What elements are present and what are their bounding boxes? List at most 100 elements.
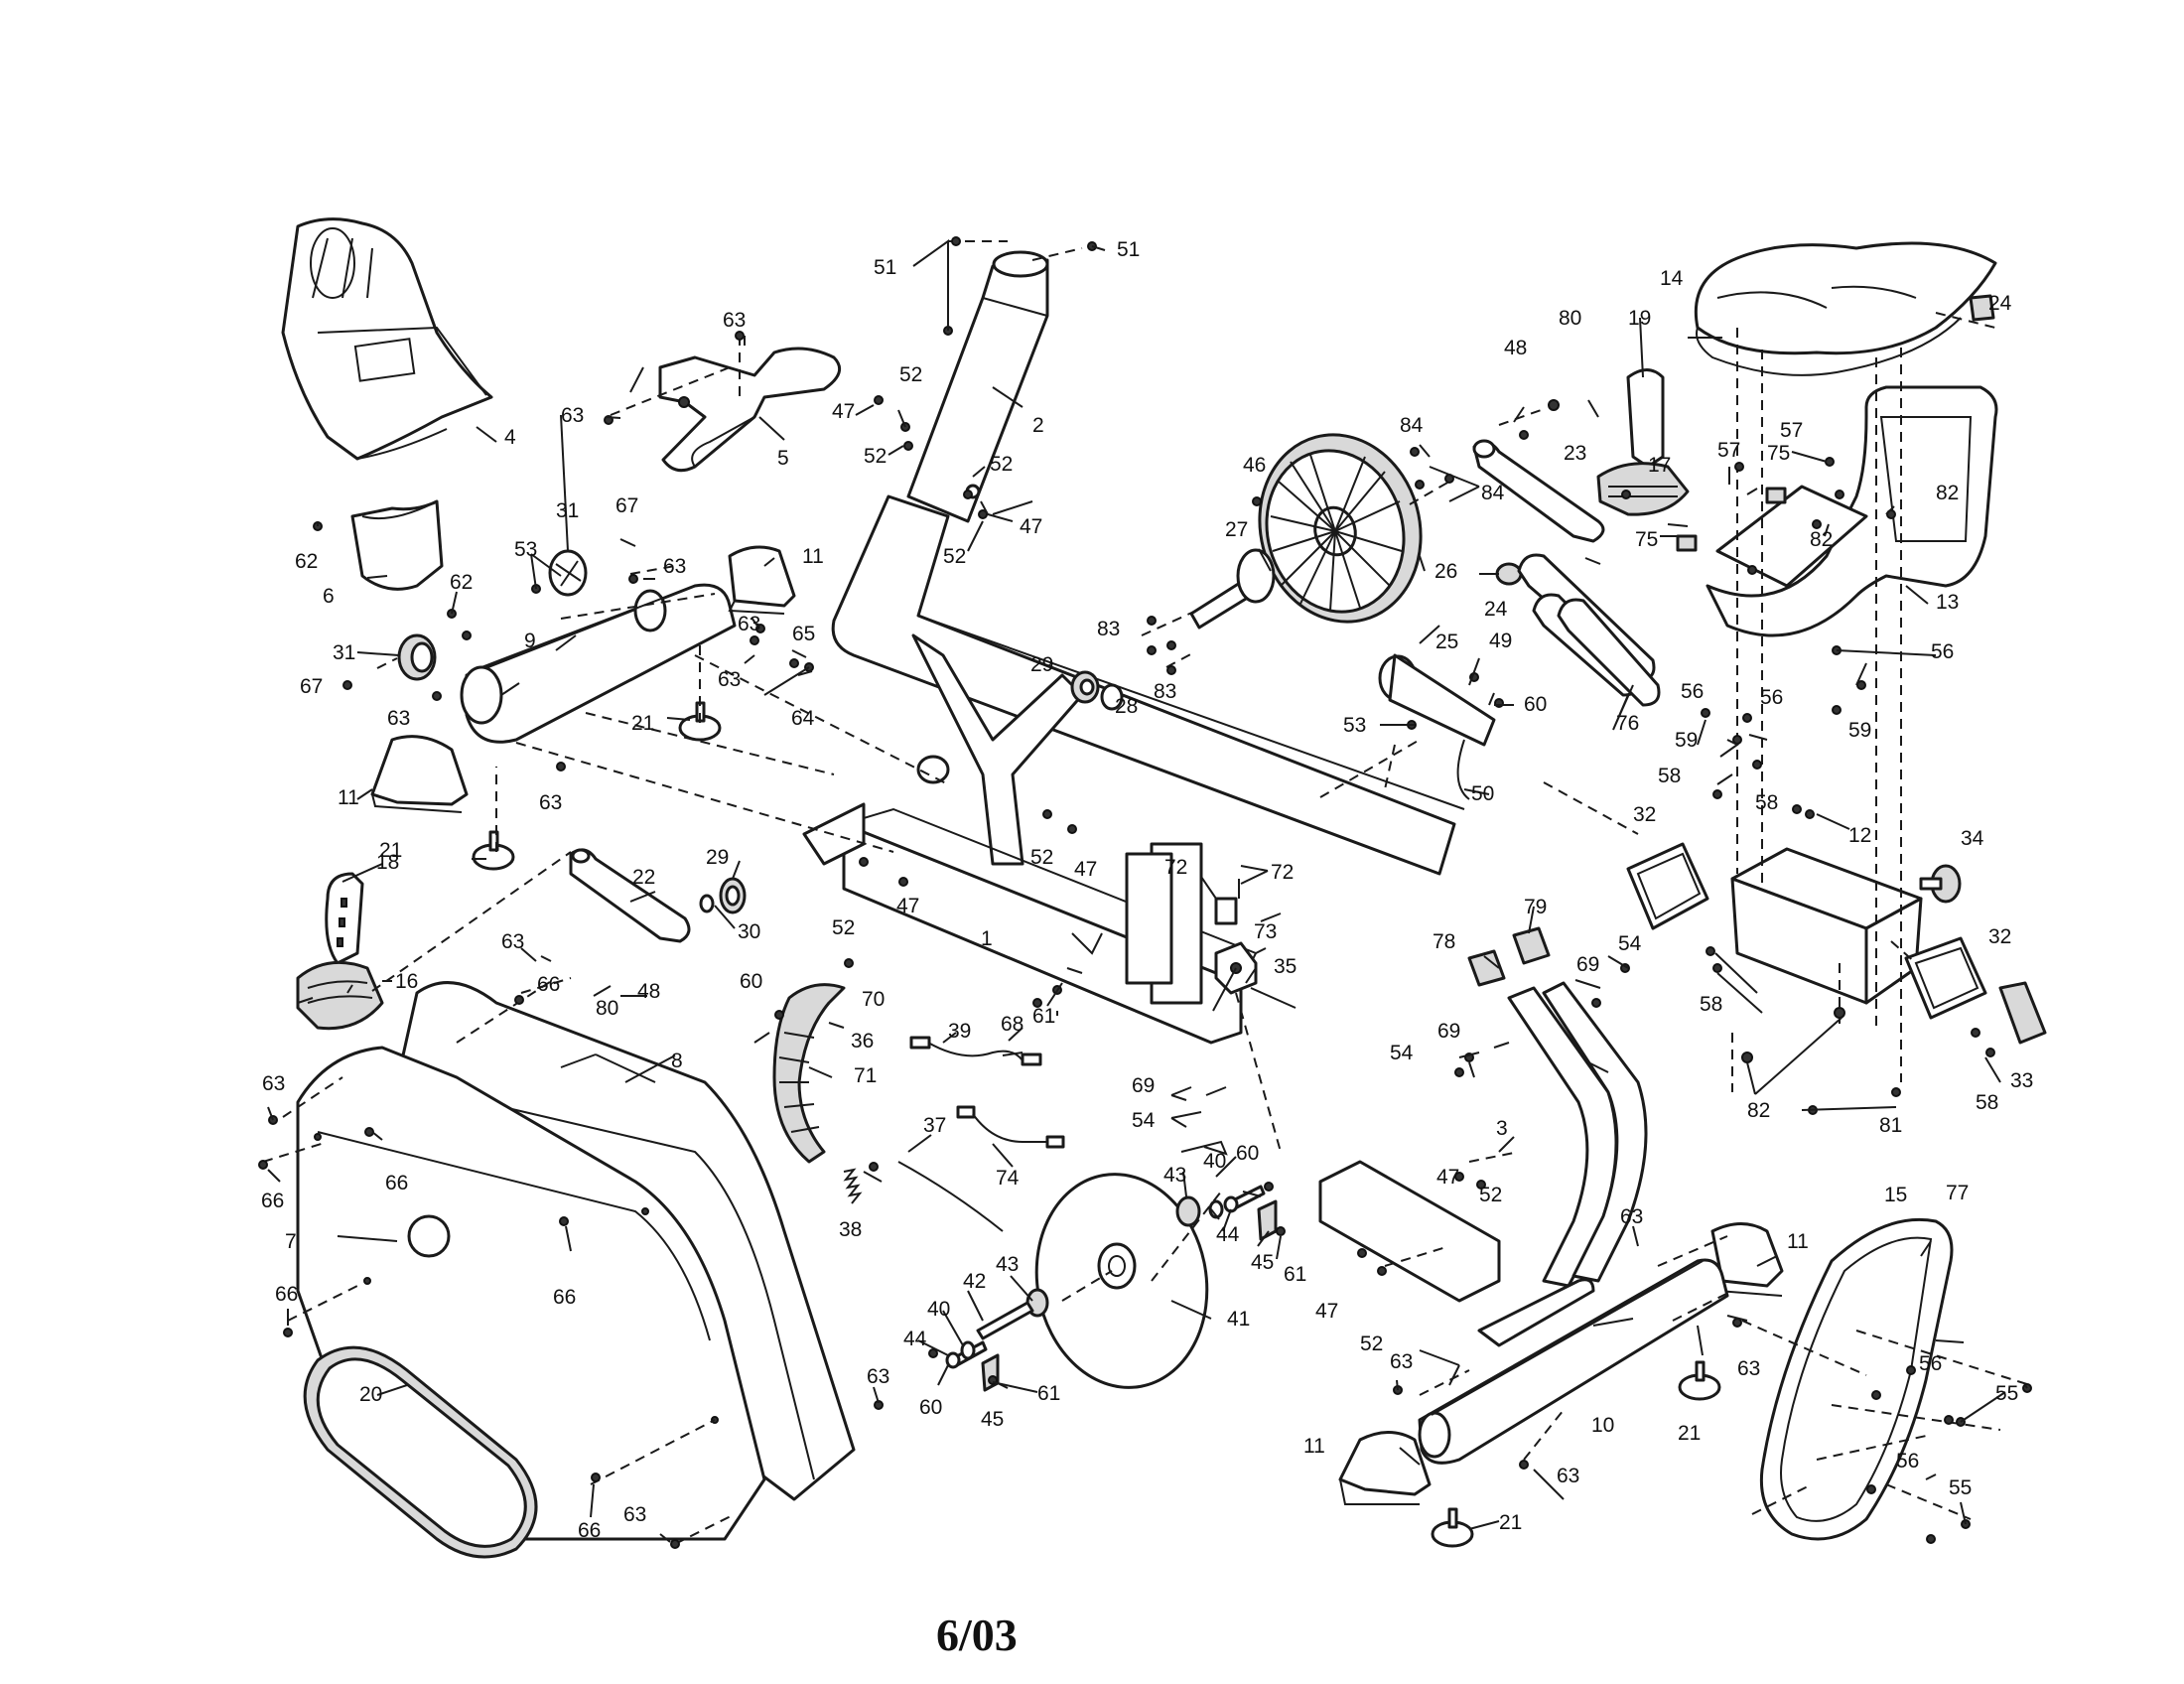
callout-55-1: 55 [1995,1382,2018,1405]
part-21-foot-4 [1431,1507,1474,1548]
callout-82-2: 82 [1810,528,1833,551]
callout-14: 14 [1660,267,1684,290]
part-75-bracket-2 [1676,534,1698,552]
callout-60-1: 60 [1524,693,1547,716]
callout-48-2: 48 [637,980,660,1003]
callout-84-2: 84 [1481,482,1505,504]
callout-2: 2 [1032,414,1044,437]
callout-42: 42 [963,1270,986,1293]
callout-63-11: 63 [623,1503,646,1526]
callout-59-2: 59 [1848,719,1871,742]
callout-66-6: 66 [578,1519,601,1542]
part-33-glide-cap [1998,981,2047,1045]
callout-61-1: 61 [1032,1005,1055,1028]
callout-36: 36 [851,1030,874,1052]
callout-11-4: 11 [1303,1435,1325,1458]
callout-63-14: 63 [1390,1350,1413,1373]
callout-51-1: 51 [874,256,896,279]
part-23-crank-right [1472,439,1605,543]
part-78-cap [1467,949,1506,987]
callout-58-4: 58 [1976,1091,1998,1114]
callout-27: 27 [1225,518,1248,541]
callout-77: 77 [1946,1182,1969,1204]
callout-74: 74 [996,1167,1020,1190]
callout-17: 17 [1648,454,1671,477]
callout-67-1: 67 [615,494,638,517]
callout-66-2: 66 [261,1190,284,1212]
callout-21-4: 21 [1499,1511,1522,1534]
callout-64: 64 [791,707,815,730]
callout-52-4: 52 [943,545,966,568]
part-26-drive-pulley [1258,433,1423,624]
callout-63-8: 63 [501,930,524,953]
part-20-drive-belt [303,1345,538,1559]
callout-53-1: 53 [514,538,537,561]
callout-11-3: 11 [1787,1230,1809,1253]
part-21-foot-3 [1678,1360,1721,1401]
callout-49: 49 [1489,630,1512,652]
assembly-lines [262,240,2031,1545]
callout-75-1: 75 [1767,442,1790,465]
callout-52-5: 52 [1030,846,1053,869]
part-11-endcap-4 [1338,1431,1432,1505]
callout-21-1: 21 [631,712,654,735]
callout-46: 46 [1243,454,1266,477]
callout-66-3: 66 [385,1172,408,1194]
callout-63-5: 63 [718,668,741,691]
callout-52-1: 52 [899,363,922,386]
part-13-seat-frame [1706,385,1998,637]
callout-43-1: 43 [1163,1164,1186,1187]
part-11-endcap-1 [728,545,796,615]
callout-47-4: 47 [896,895,919,917]
callout-57-1: 57 [1717,439,1740,462]
part-18-pedal-strap [325,872,364,965]
callout-9: 9 [524,630,536,652]
callout-32-1: 32 [1633,803,1656,826]
callout-12: 12 [1848,824,1871,847]
part-29-bearing-left [719,877,747,914]
part-30-washer [699,894,715,913]
callout-labels: 1 2 3 4 5 6 7 8 9 10 11 11 11 11 12 13 1… [261,238,2033,1542]
callout-47-3: 47 [1074,858,1097,881]
part-73-bracket [1214,897,1238,925]
callout-24-1: 24 [1988,292,2012,315]
callout-80-1: 80 [1559,307,1581,330]
part-76-grips [1517,553,1661,707]
callout-52-8: 52 [1360,1333,1383,1355]
part-74-wire [956,1105,1065,1149]
callout-76: 76 [1616,712,1639,735]
callout-63-13: 63 [1737,1357,1760,1380]
callout-55-2: 55 [1949,1476,1972,1499]
callout-82-3: 82 [1747,1099,1770,1122]
callout-29-2: 29 [706,846,729,869]
date-code: 6/03 [936,1610,1018,1660]
part-79-cap [1512,926,1551,965]
callout-51-2: 51 [1117,238,1140,261]
callout-60-2: 60 [740,970,762,993]
part-24-cap-1 [1969,294,1995,322]
callout-63-15: 63 [1557,1465,1579,1487]
callout-6: 6 [323,585,335,608]
callout-29-1: 29 [1030,653,1053,676]
callout-23: 23 [1564,442,1586,465]
callout-21-2: 21 [379,839,402,862]
callout-83-1: 83 [1097,618,1120,640]
callout-63-4: 63 [738,613,760,635]
callout-35: 35 [1274,955,1297,978]
part-14-seat [1694,241,1997,376]
callout-59-1: 59 [1675,729,1698,752]
part-38-spring [843,1168,863,1204]
part-17-pedal [1596,462,1690,516]
callout-10: 10 [1591,1414,1614,1437]
callout-63-9: 63 [262,1072,285,1095]
part-44-eye-bolt-1 [1223,1185,1266,1213]
callout-44-1: 44 [1216,1223,1240,1246]
part-25-idler-arm [1378,653,1496,800]
callout-21-3: 21 [1678,1422,1701,1445]
callout-62-2: 62 [450,571,473,594]
callout-43-2: 43 [996,1253,1019,1276]
callout-67-2: 67 [300,675,323,698]
callout-44-2: 44 [903,1328,927,1350]
callout-8: 8 [671,1050,683,1072]
callout-56-4: 56 [1919,1352,1942,1375]
